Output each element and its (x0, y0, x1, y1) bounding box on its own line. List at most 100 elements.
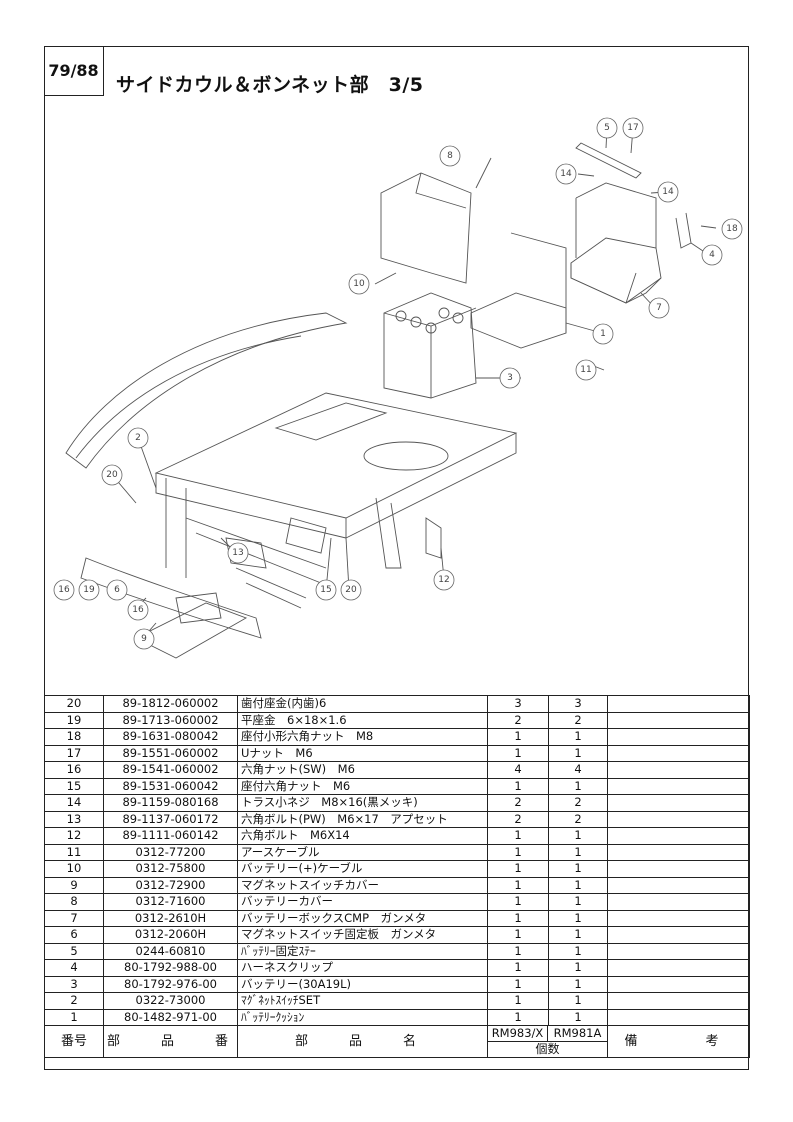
part-code-cell: 0312-77200 (103, 843, 238, 861)
qty-b-cell: 1 (548, 860, 608, 878)
qty-a-cell: 1 (487, 744, 549, 762)
part-code-cell: 0312-75800 (103, 860, 238, 878)
qty-a-cell: 2 (487, 794, 549, 812)
part-code-cell: 0244-60810 (103, 942, 238, 960)
part-name-cell: マグネットスイッチ固定板 ガンメタ (237, 926, 488, 944)
part-name-cell: ハーネスクリップ (237, 959, 488, 977)
qty-b-cell: 1 (548, 893, 608, 911)
callout-7: 7 (648, 297, 670, 319)
qty-a-cell: 1 (487, 1008, 549, 1026)
remarks-cell (607, 843, 750, 861)
svg-text:4: 4 (709, 250, 715, 260)
part-number-cell: 20 (44, 695, 104, 713)
callout-17: 17 (622, 117, 644, 139)
callout-labels: 8 5 17 14 14 18 4 7 10 1 11 3 2 20 13 12… (53, 117, 743, 650)
qty-b-cell: 1 (548, 992, 608, 1010)
qty-b-cell: 1 (548, 876, 608, 894)
svg-text:10: 10 (353, 279, 365, 289)
qty-a-cell: 1 (487, 942, 549, 960)
part-number-cell: 13 (44, 810, 104, 828)
part-name-cell: バッテリーカバー (237, 893, 488, 911)
remarks-cell (607, 744, 750, 762)
part-number-cell: 11 (44, 843, 104, 861)
callout-1: 1 (592, 323, 614, 345)
part-number-cell: 5 (44, 942, 104, 960)
part-number-cell: 10 (44, 860, 104, 878)
remarks-cell (607, 777, 750, 795)
part-number-cell: 3 (44, 975, 104, 993)
remarks-cell (607, 695, 750, 713)
callout-4: 4 (701, 244, 723, 266)
callout-14b: 14 (657, 181, 679, 203)
part-number-cell: 4 (44, 959, 104, 977)
remarks-cell (607, 711, 750, 729)
remarks-cell (607, 1008, 750, 1026)
exploded-parts-diagram: 8 5 17 14 14 18 4 7 10 1 11 3 2 20 13 12… (46, 98, 747, 694)
part-name-cell: Uナット M6 (237, 744, 488, 762)
qty-b-cell: 1 (548, 942, 608, 960)
part-number-cell: 9 (44, 876, 104, 894)
part-name-cell: ﾊﾞｯﾃﾘｰｸｯｼｮﾝ (237, 1008, 488, 1026)
part-number-cell: 16 (44, 761, 104, 779)
svg-text:12: 12 (438, 575, 449, 585)
qty-a-cell: 2 (487, 711, 549, 729)
part-code-cell: 80-1792-988-00 (103, 959, 238, 977)
part-code-cell: 89-1541-060002 (103, 761, 238, 779)
qty-a-cell: 1 (487, 876, 549, 894)
svg-text:3: 3 (507, 373, 513, 383)
qty-a-cell: 2 (487, 810, 549, 828)
part-name-cell: バッテリー(+)ケーブル (237, 860, 488, 878)
svg-text:5: 5 (604, 123, 610, 133)
part-number-cell: 18 (44, 728, 104, 746)
callout-18: 18 (721, 218, 743, 240)
remarks-cell (607, 909, 750, 927)
part-number-cell: 8 (44, 893, 104, 911)
svg-text:7: 7 (656, 303, 662, 313)
part-name-cell: ﾏｸﾞﾈｯﾄｽｲｯﾁSET (237, 992, 488, 1010)
battery (383, 292, 477, 399)
part-number-cell: 19 (44, 711, 104, 729)
part-code-cell: 80-1482-971-00 (103, 1008, 238, 1026)
remarks-cell (607, 926, 750, 944)
part-number-cell: 14 (44, 794, 104, 812)
qty-b-cell: 1 (548, 843, 608, 861)
part-name-cell: バッテリーボックスCMP ガンメタ (237, 909, 488, 927)
part-name-cell: アースケーブル (237, 843, 488, 861)
svg-text:18: 18 (726, 224, 738, 234)
table-header-row: 番号 部 品 番 号 部 品 名 RM983/X RM981A 個数 備 考 (44, 1025, 750, 1058)
remarks-cell (607, 810, 750, 828)
svg-text:14: 14 (662, 187, 674, 197)
battery-stay (575, 142, 642, 179)
remarks-cell (607, 860, 750, 878)
svg-text:13: 13 (232, 548, 243, 558)
svg-text:19: 19 (83, 585, 95, 595)
qty-b-cell: 1 (548, 909, 608, 927)
qty-a-cell: 1 (487, 975, 549, 993)
remarks-cell (607, 728, 750, 746)
callout-20b: 20 (340, 579, 362, 601)
page-frame (44, 46, 749, 1070)
header-quantity: RM983/X RM981A 個数 (487, 1025, 608, 1058)
qty-b-cell: 1 (548, 728, 608, 746)
qty-a-cell: 1 (487, 959, 549, 977)
svg-text:17: 17 (627, 123, 638, 133)
qty-b-cell: 2 (548, 810, 608, 828)
qty-a-cell: 1 (487, 926, 549, 944)
callout-15: 15 (315, 579, 337, 601)
part-code-cell: 0312-71600 (103, 893, 238, 911)
part-number-cell: 12 (44, 827, 104, 845)
battery-cushion (470, 292, 567, 349)
qty-a-cell: 4 (487, 761, 549, 779)
part-name-cell: 平座金 6×18×1.6 (237, 711, 488, 729)
part-code-cell: 0312-2060H (103, 926, 238, 944)
